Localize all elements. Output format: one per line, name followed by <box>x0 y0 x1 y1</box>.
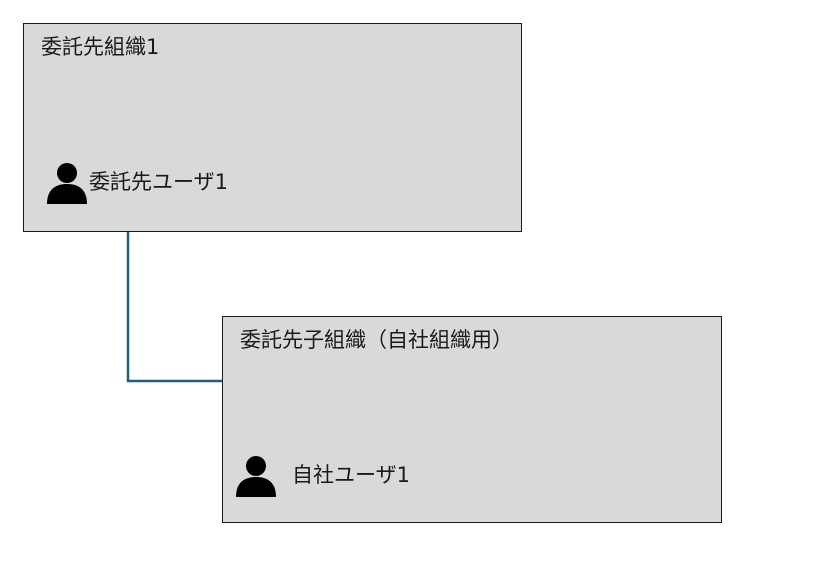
person-icon <box>236 456 276 497</box>
child-org-title: 委託先子組織（自社組織用） <box>240 328 513 352</box>
parent-org-user-label: 委託先ユーザ1 <box>89 170 228 194</box>
parent-org-user: 委託先ユーザ1 <box>45 160 228 204</box>
child-org-box: 委託先子組織（自社組織用） 自社ユーザ1 <box>222 316 722 523</box>
child-org-user: 自社ユーザ1 <box>234 453 410 497</box>
connector-line <box>126 232 222 383</box>
person-icon <box>47 163 87 204</box>
parent-org-box: 委託先組織1 委託先ユーザ1 <box>23 23 522 232</box>
child-org-user-label: 自社ユーザ1 <box>292 463 410 487</box>
parent-org-title: 委託先組織1 <box>41 35 160 59</box>
